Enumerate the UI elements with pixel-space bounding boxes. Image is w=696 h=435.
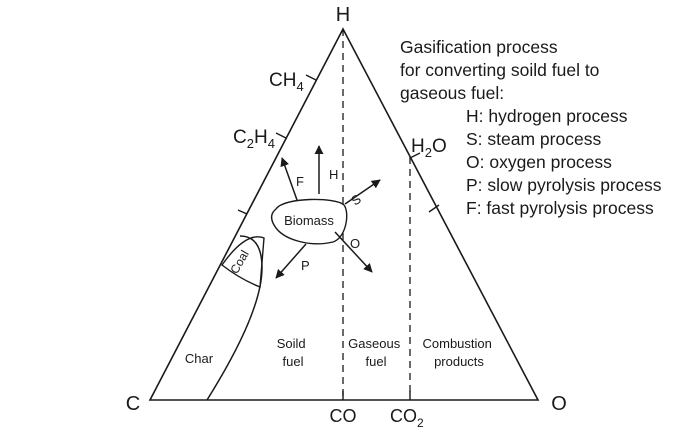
coal-label: Coal — [227, 248, 251, 276]
coal-region — [221, 236, 265, 289]
legend-item-h: H: hydrogen process — [466, 106, 628, 126]
biomass-label: Biomass — [284, 213, 334, 228]
tick-right-mid — [428, 204, 440, 213]
legend-item-o: O: oxygen process — [466, 152, 612, 172]
region-gaseous-fuel-label: Gaseous fuel — [348, 336, 404, 369]
legend: Gasification process for converting soil… — [400, 36, 661, 220]
legend-heading-1: Gasification process — [400, 37, 558, 57]
tick-left-mid — [237, 209, 248, 215]
arrow-label-p: P — [301, 258, 310, 273]
legend-heading-2: for converting soild fuel to — [400, 60, 600, 80]
legend-item-p: P: slow pyrolysis process — [466, 175, 662, 195]
tick-ch4 — [305, 74, 317, 81]
region-combustion-products-label: Combustion products — [423, 336, 496, 369]
arrow-f — [280, 157, 298, 201]
vertex-label-c: C — [126, 393, 140, 415]
label-co2: CO2 — [390, 406, 424, 430]
tick-c2h4 — [275, 132, 287, 139]
label-c2h4: C2H4 — [233, 127, 275, 151]
biomass-region — [270, 198, 348, 245]
label-ch4: CH4 — [269, 70, 304, 94]
label-co: CO — [330, 406, 357, 426]
tick-h2o — [409, 152, 421, 159]
legend-item-f: F: fast pyrolysis process — [466, 198, 654, 218]
arrow-p — [275, 243, 307, 279]
vertex-label-o: O — [551, 393, 567, 415]
region-solid-fuel-label: Soild fuel — [277, 336, 310, 369]
arrow-label-f: F — [296, 174, 304, 189]
legend-item-s: S: steam process — [466, 129, 602, 149]
label-h2o: H2O — [411, 136, 447, 160]
arrow-label-o: O — [350, 236, 360, 251]
legend-heading-3: gaseous fuel: — [400, 83, 505, 103]
arrow-label-h: H — [329, 167, 338, 182]
arrow-s — [344, 179, 381, 205]
arrow-label-s: S — [348, 191, 364, 208]
region-char-label: Char — [185, 351, 214, 366]
arrow-o — [334, 231, 373, 273]
vertex-label-h: H — [336, 4, 350, 26]
